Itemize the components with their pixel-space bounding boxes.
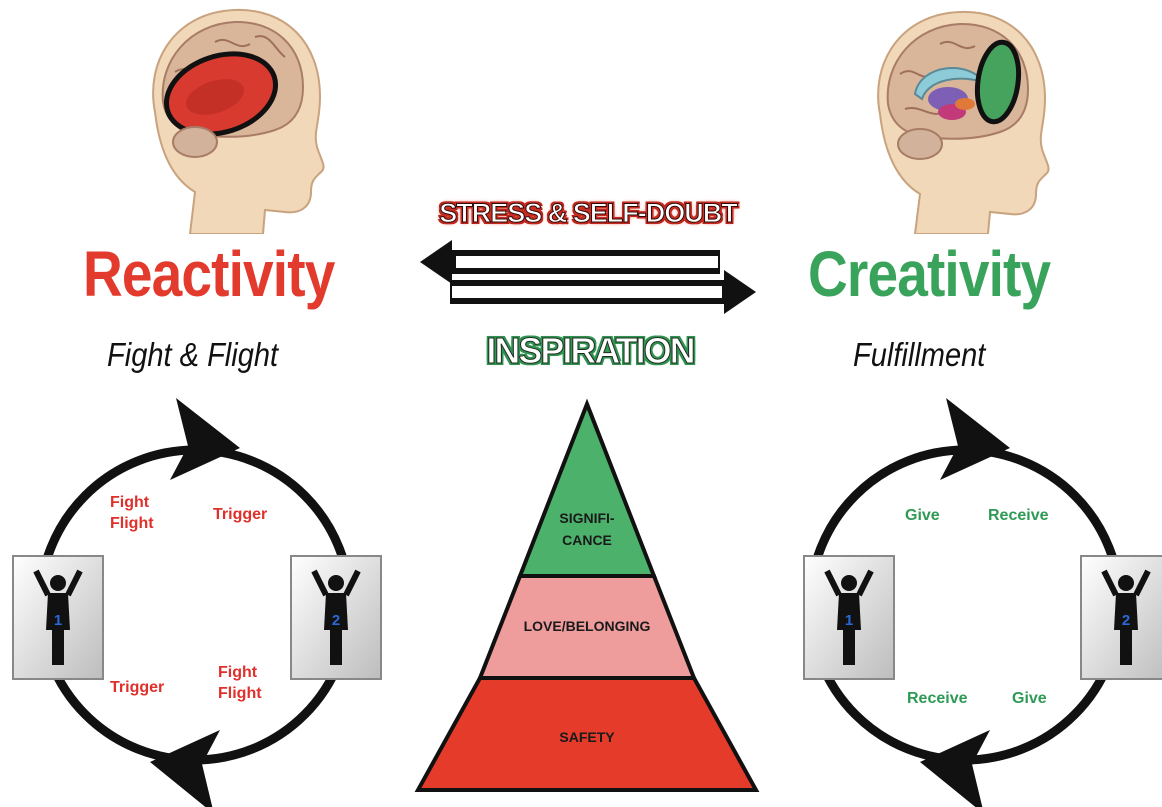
right-cycle-arrow-top (940, 398, 1010, 480)
pyramid-label-love-belonging: LOVE/BELONGING (523, 618, 651, 634)
left-cycle-figure-1: 1 (12, 555, 104, 680)
right-cycle-figure-2: 2 (1080, 555, 1162, 680)
left-cycle-arrow-top (170, 398, 240, 480)
right-cycle-label-receive-bottom: Receive (907, 690, 968, 707)
right-cycle-arrow-bottom (920, 730, 990, 807)
svg-text:1: 1 (54, 612, 62, 629)
pyramid-level-safety (414, 676, 760, 792)
arrow-right (450, 270, 756, 314)
pyramid-label-significance: SIGNIFI- CANCE (559, 510, 615, 548)
pyramid-label-safety: SAFETY (559, 729, 615, 745)
inspiration-label: INSPIRATION (486, 330, 696, 372)
right-cycle-figure-1: 1 (803, 555, 895, 680)
needs-pyramid (414, 398, 760, 792)
left-cycle-arrow-bottom (150, 730, 220, 807)
left-cycle-label-trigger-top: Trigger (213, 506, 268, 523)
right-cycle-label-receive-top: Receive (988, 507, 1049, 524)
svg-text:1: 1 (845, 612, 853, 629)
left-brain-head-illustration (152, 8, 325, 234)
right-cycle-label-give-top: Give (905, 507, 940, 524)
creativity-subtitle: Fulfillment (853, 336, 986, 373)
creativity-title: Creativity (808, 238, 1051, 310)
middle-arrows (420, 240, 756, 314)
right-cycle-label-give-bottom: Give (1012, 690, 1047, 707)
svg-text:2: 2 (1122, 612, 1130, 629)
right-brain-head-illustration (877, 10, 1050, 234)
left-cycle-figure-2: 2 (290, 555, 382, 680)
reactivity-title: Reactivity (83, 238, 335, 310)
stress-self-doubt-label: STRESS & SELF-DOUBT (439, 198, 739, 229)
left-cycle-label-trigger-bottom: Trigger (110, 679, 165, 696)
right-brain-highlight (974, 39, 1022, 125)
reactivity-subtitle: Fight & Flight (107, 336, 279, 373)
arrow-left (420, 240, 720, 284)
svg-text:2: 2 (332, 612, 340, 629)
